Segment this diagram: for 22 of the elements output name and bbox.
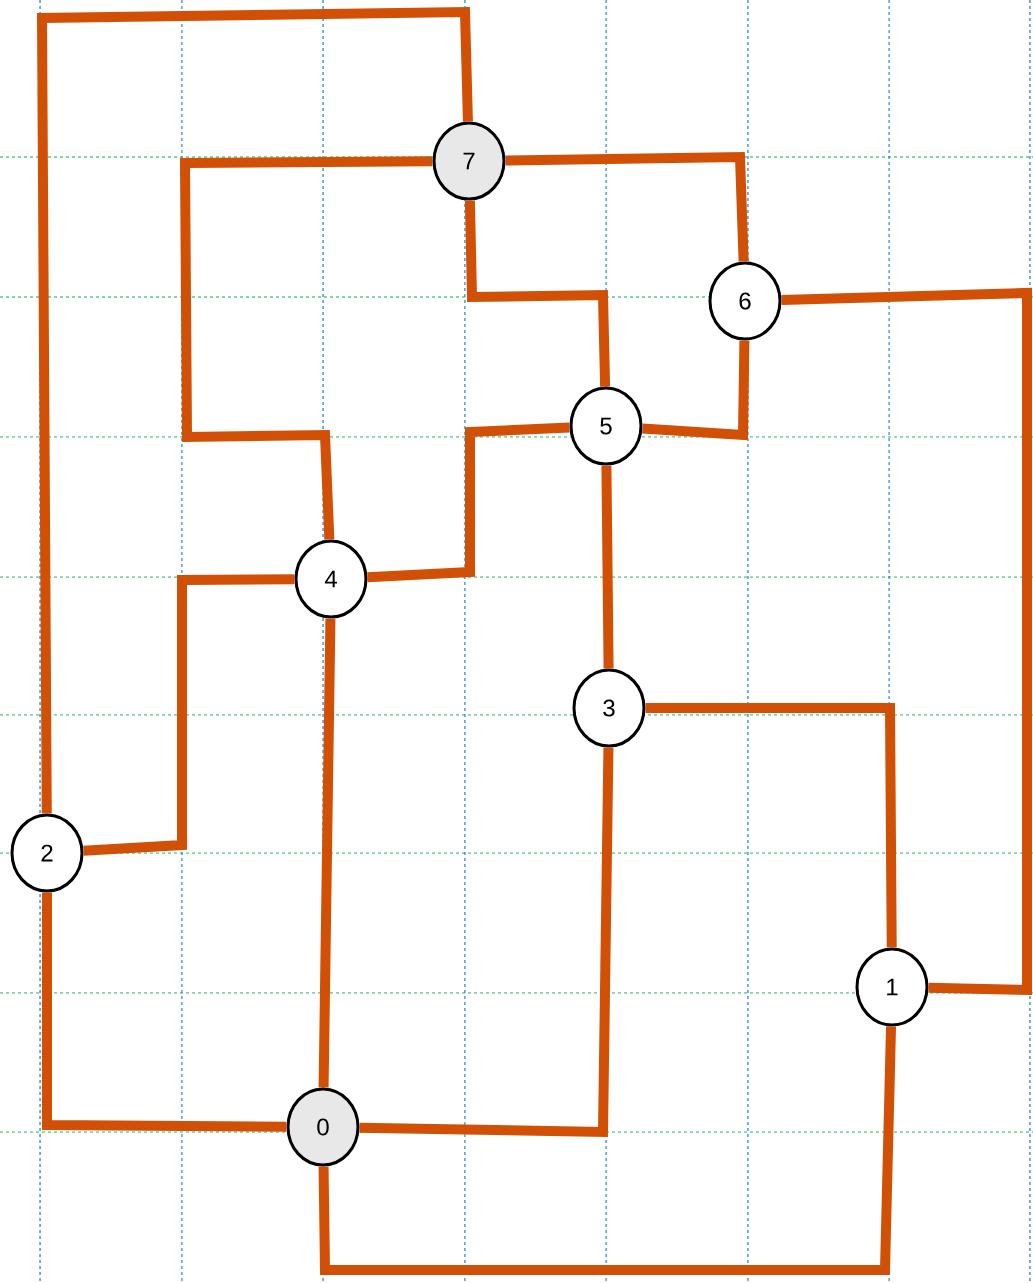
connector-line	[645, 703, 897, 948]
connector-line	[42, 892, 287, 1132]
connector-line	[601, 465, 614, 669]
graph-node: 2	[10, 813, 84, 893]
graph-node: 6	[708, 261, 782, 341]
connector-line	[318, 618, 336, 1088]
graph-node: 4	[294, 539, 368, 619]
graph-node: 0	[286, 1087, 360, 1167]
connector-line	[781, 287, 1032, 996]
connector-line	[367, 422, 570, 583]
graph-node: 5	[569, 386, 643, 466]
connector-line	[464, 200, 611, 387]
graph-node: 3	[572, 668, 646, 748]
connector-line	[179, 156, 433, 540]
connector-line	[83, 574, 295, 856]
connector-line	[359, 747, 614, 1138]
connector-line	[36, 6, 473, 814]
connector-line	[642, 340, 750, 441]
connector-line	[505, 151, 749, 262]
graph-node: 7	[432, 121, 506, 201]
graph-node: 1	[855, 947, 929, 1027]
connector-line	[318, 1026, 896, 1275]
